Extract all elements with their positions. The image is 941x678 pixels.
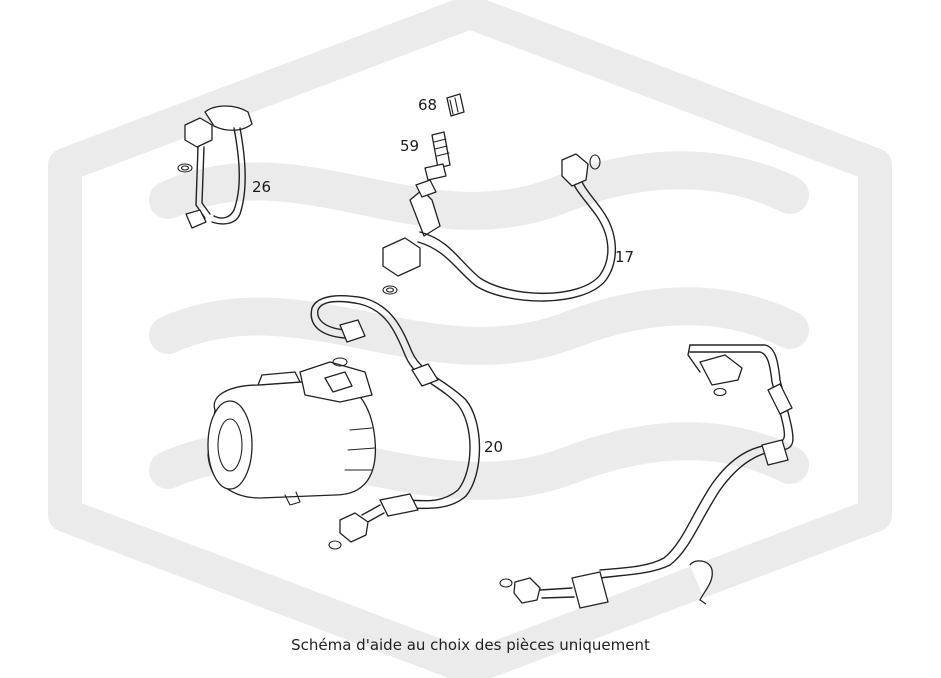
callout-17: 17: [615, 248, 634, 266]
compressor: [207, 361, 377, 506]
diagram-caption: Schéma d'aide au choix des pièces unique…: [291, 636, 650, 654]
callout-20: 20: [484, 438, 503, 456]
right-pipe-assembly: [499, 344, 794, 609]
callout-59: 59: [400, 137, 419, 155]
part-26-hose: [177, 105, 253, 229]
part-59-valve: [424, 131, 451, 181]
watermark-logo: [48, 0, 892, 678]
part-68-cap: [446, 93, 465, 117]
watermark-wave-top: [149, 151, 809, 230]
callout-68: 68: [418, 96, 437, 114]
watermark-wave-middle: [149, 287, 809, 365]
part-20-hose: [310, 295, 481, 550]
watermark-hexagon: [48, 0, 892, 678]
callout-26: 26: [252, 178, 271, 196]
part-17-hose: [382, 153, 617, 302]
